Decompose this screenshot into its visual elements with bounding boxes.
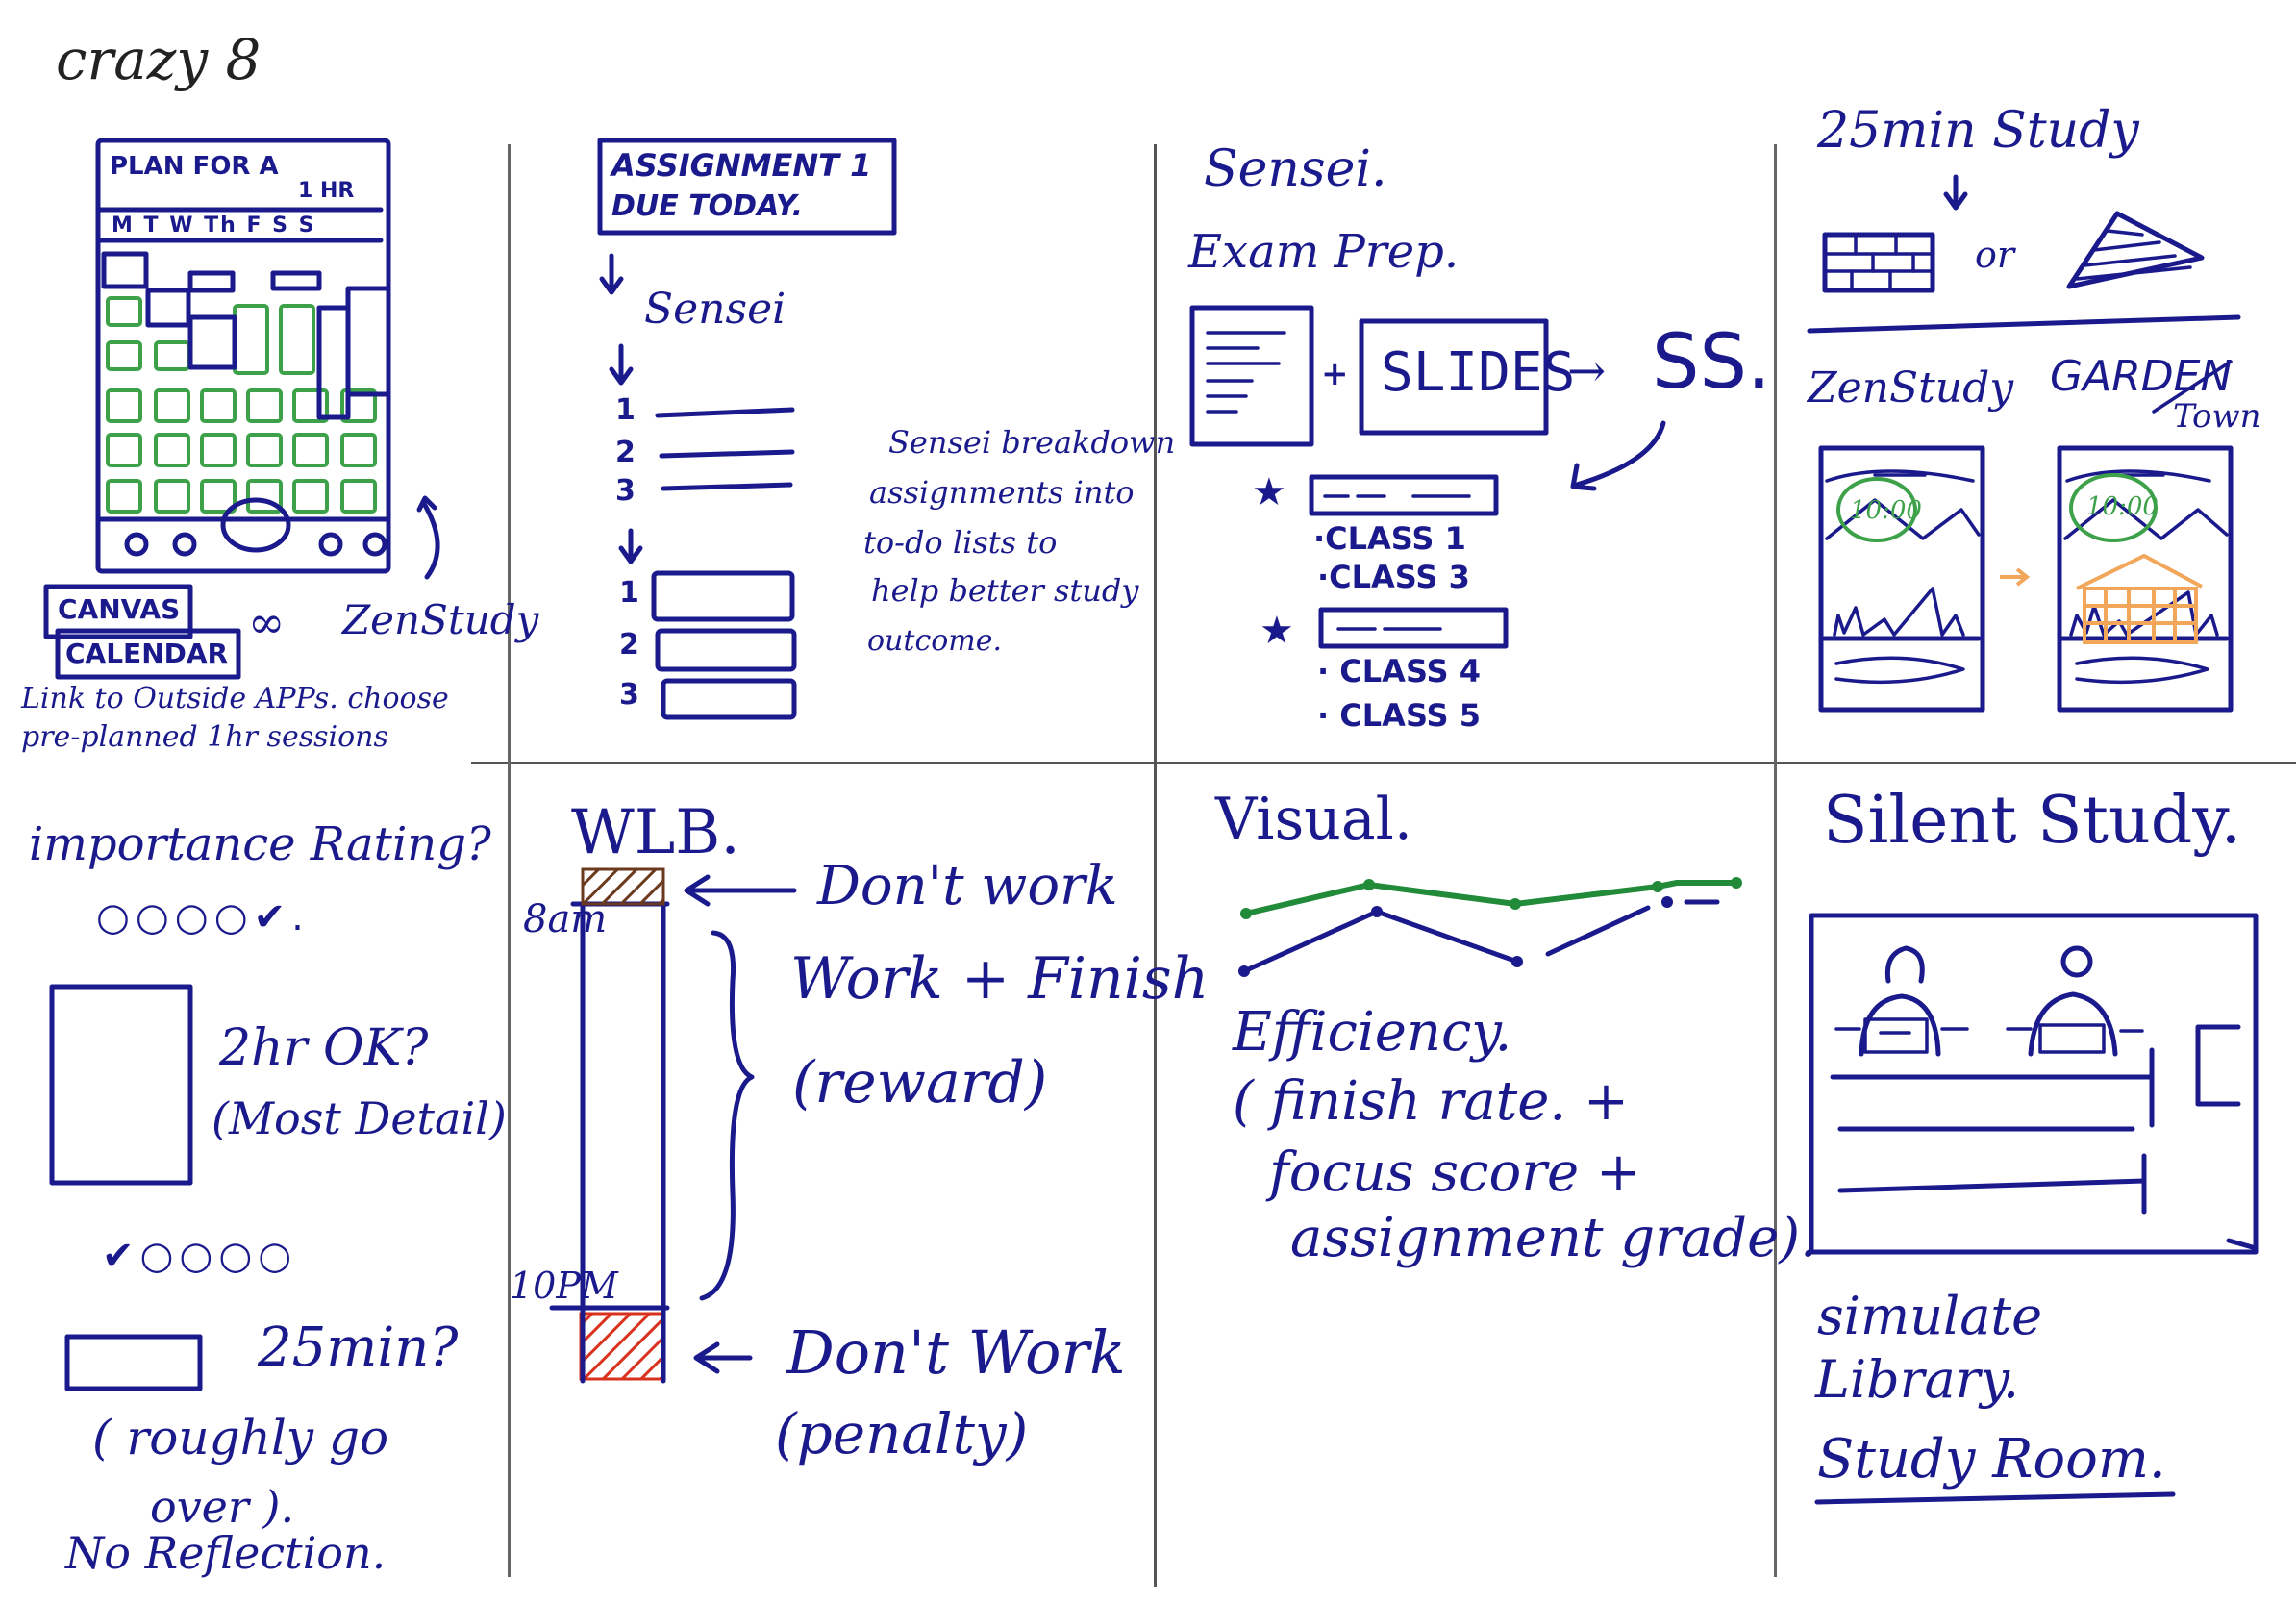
class-item: ·CLASS 1 bbox=[1313, 520, 1466, 557]
label-reward: (reward) bbox=[792, 1049, 1048, 1116]
calendar-label: CALENDAR bbox=[65, 638, 229, 669]
garden-label: GARDEN bbox=[2050, 352, 2233, 401]
panel7-line2: ( finish rate. + bbox=[1233, 1070, 1629, 1133]
rating-row: ✔○○○○ bbox=[102, 1234, 298, 1278]
label-25min: 25min? bbox=[258, 1316, 459, 1379]
panel7-title: Visual. bbox=[1215, 786, 1412, 853]
panel5-note-line2: over ). bbox=[150, 1481, 295, 1533]
panel8-line3: Study Room. bbox=[1817, 1428, 2166, 1491]
plan-title: PLAN FOR A bbox=[110, 152, 279, 181]
or-label: or bbox=[1975, 234, 2015, 276]
panel1-note-line2: pre-planned 1hr sessions bbox=[21, 720, 388, 754]
time-end: 10PM bbox=[510, 1265, 618, 1307]
panel2-note-line5: outcome. bbox=[867, 624, 1003, 658]
panel8-title: Silent Study. bbox=[1823, 783, 2242, 859]
ss-label: SS. bbox=[1652, 319, 1771, 406]
arrow-right-icon: → bbox=[1567, 344, 1607, 398]
label-work-finish: Work + Finish bbox=[790, 945, 1210, 1013]
label-penalty: (penalty) bbox=[775, 1401, 1029, 1466]
star-icon: ★ bbox=[1252, 470, 1286, 514]
canvas-label: CANVAS bbox=[58, 593, 181, 625]
box-number-2: 2 bbox=[619, 628, 639, 662]
horizontal-divider bbox=[471, 762, 2296, 764]
panel6-title: WLB. bbox=[571, 797, 740, 868]
weekday-header: M T W Th F S S bbox=[112, 213, 316, 238]
panel8-line1: simulate bbox=[1817, 1286, 2043, 1346]
class-item: · CLASS 5 bbox=[1317, 697, 1481, 734]
timer-display: 10:00 bbox=[1850, 496, 1922, 525]
label-detail: (Most Detail) bbox=[212, 1092, 507, 1144]
panel7-line1: Efficiency. bbox=[1233, 1001, 1512, 1064]
list-number-3: 3 bbox=[615, 474, 636, 508]
time-start: 8am bbox=[523, 897, 608, 941]
label-dont-work-2: Don't Work bbox=[786, 1317, 1126, 1388]
vertical-divider-1 bbox=[508, 144, 511, 1577]
panel4-title: 25min Study bbox=[1817, 102, 2139, 160]
panel8-line2: Library. bbox=[1815, 1349, 2020, 1410]
slides-label: SLIDES bbox=[1381, 341, 1576, 404]
label-2hr: 2hr OK? bbox=[219, 1019, 429, 1077]
panel3-subtitle: Exam Prep. bbox=[1188, 225, 1460, 279]
label-dont-work: Don't work bbox=[817, 855, 1118, 917]
sensei-label: Sensei bbox=[644, 285, 786, 334]
list-number-2: 2 bbox=[615, 436, 636, 469]
link-icon: ∞ bbox=[248, 596, 286, 648]
page-title: crazy 8 bbox=[56, 27, 262, 92]
zenstudy-option-label: ZenStudy bbox=[1808, 363, 2014, 413]
assignment-title: ASSIGNMENT 1 bbox=[611, 147, 872, 184]
town-label: Town bbox=[2173, 397, 2261, 436]
panel2-note-line1: Sensei breakdown bbox=[888, 424, 1176, 461]
rating-row: ○○○○✔. bbox=[96, 895, 310, 940]
panel5-title: importance Rating? bbox=[29, 817, 491, 871]
panel2-note-line3: to-do lists to bbox=[863, 524, 1058, 561]
box-number-1: 1 bbox=[619, 576, 639, 610]
assignment-due: DUE TODAY. bbox=[611, 189, 803, 223]
class-item: · CLASS 4 bbox=[1317, 653, 1481, 689]
panel7-line4: assignment grade). bbox=[1290, 1207, 1817, 1269]
panel5-note-line3: No Reflection. bbox=[65, 1527, 387, 1579]
box-number-3: 3 bbox=[619, 678, 639, 712]
plus-sign: + bbox=[1321, 355, 1349, 393]
star-icon: ★ bbox=[1260, 609, 1294, 653]
vertical-divider-3 bbox=[1774, 144, 1777, 1577]
panel2-note-line4: help better study bbox=[871, 572, 1139, 609]
vertical-divider-2 bbox=[1154, 144, 1157, 1587]
panel3-title: Sensei. bbox=[1204, 140, 1387, 198]
plan-duration: 1 HR bbox=[298, 179, 355, 203]
zenstudy-label: ZenStudy bbox=[342, 596, 539, 643]
panel7-line3: focus score + bbox=[1269, 1141, 1641, 1204]
panel5-note-line1: ( roughly go bbox=[92, 1410, 389, 1466]
panel2-note-line2: assignments into bbox=[869, 474, 1135, 511]
panel1-note-line1: Link to Outside APPs. choose bbox=[21, 682, 449, 715]
timer-display: 10:00 bbox=[2086, 492, 2159, 521]
list-number-1: 1 bbox=[615, 393, 636, 427]
class-item: ·CLASS 3 bbox=[1317, 559, 1470, 595]
